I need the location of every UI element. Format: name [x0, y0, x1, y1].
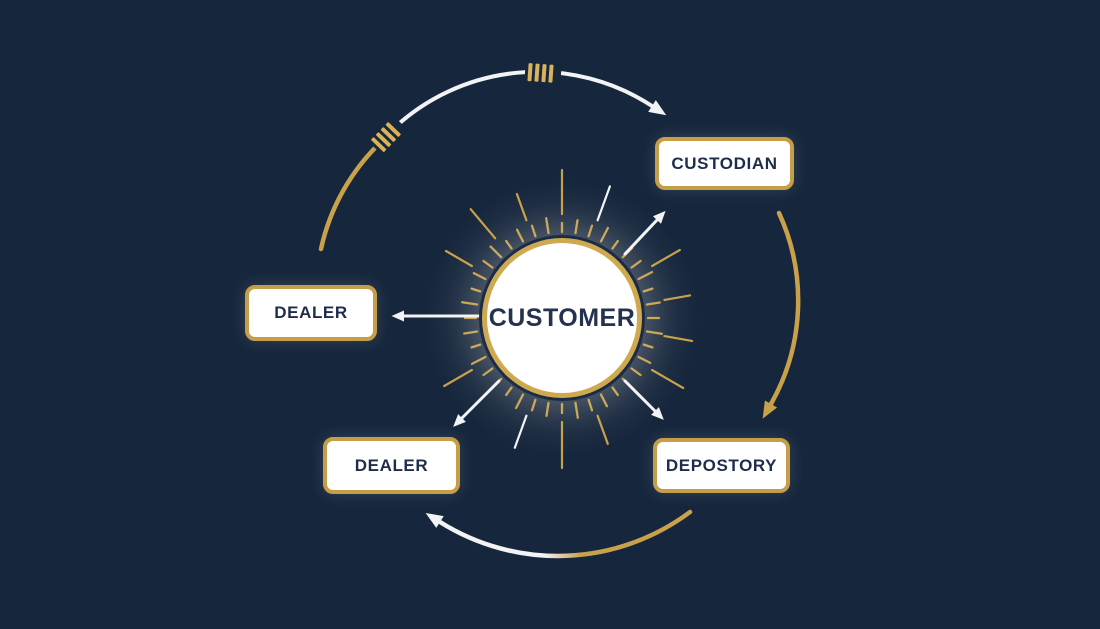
sun-ray — [611, 386, 619, 397]
sun-ray — [630, 367, 642, 377]
sun-ray — [505, 386, 513, 397]
sun-ray — [482, 367, 494, 377]
sun-ray — [463, 330, 479, 335]
sun-ray — [530, 398, 537, 412]
sun-ray — [637, 355, 652, 365]
node-dealer-bottom: DEALER — [323, 437, 460, 494]
sun-ray — [515, 228, 525, 243]
sun-ray — [650, 368, 685, 390]
custodian-label: CUSTODIAN — [671, 153, 778, 173]
sun-ray — [574, 219, 579, 235]
dealer-left-label: DEALER — [274, 303, 348, 322]
arrow-customer-to-dealer-bottom — [453, 379, 501, 427]
sun-ray — [596, 414, 609, 445]
sun-ray — [645, 330, 663, 335]
customer-node: CUSTOMER — [482, 238, 642, 398]
sun-ray — [587, 224, 594, 238]
depository-label: DEPOSTORY — [665, 455, 778, 475]
sun-ray — [444, 249, 473, 268]
sun-rays — [443, 168, 694, 470]
sun-ray — [630, 259, 642, 269]
sun-ray — [469, 208, 497, 240]
cycle-arc-top-gold-segment — [318, 138, 385, 252]
node-custodian: CUSTODIAN — [655, 137, 794, 190]
sun-ray — [645, 301, 661, 306]
customer-label: CUSTOMER — [488, 303, 636, 332]
cycle-arc-depository-to-dealer — [425, 509, 693, 559]
arc-hash-ticks-upper-left — [367, 114, 409, 156]
sun-ray — [587, 398, 594, 412]
sun-ray — [470, 355, 487, 366]
sun-ray — [663, 335, 694, 342]
sun-ray — [515, 192, 528, 222]
sun-ray — [482, 259, 494, 269]
sun-ray — [545, 401, 550, 417]
sun-ray — [472, 271, 487, 281]
sun-ray — [642, 343, 654, 349]
sun-ray — [514, 393, 525, 410]
sun-ray — [574, 401, 579, 419]
sun-ray — [599, 226, 610, 243]
cycle-arc-dealer-to-custodian — [390, 69, 667, 132]
arc-hash-ticks-top — [524, 60, 562, 86]
sun-ray — [650, 248, 681, 268]
sun-ray — [642, 287, 654, 293]
node-dealer-left: DEALER — [245, 285, 377, 341]
sun-ray — [663, 294, 692, 301]
sun-ray — [637, 270, 654, 281]
sun-ray — [489, 245, 503, 259]
sun-ray — [443, 368, 473, 388]
sun-ray — [611, 239, 619, 250]
arrow-customer-to-custodian — [623, 210, 666, 256]
sun-ray — [596, 185, 612, 222]
sun-ray — [599, 393, 609, 408]
arrow-customer-to-depository — [623, 379, 664, 420]
node-depository: DEPOSTORY — [653, 438, 790, 493]
sun-ray — [530, 224, 537, 238]
sun-ray — [545, 217, 550, 235]
sun-ray — [470, 287, 482, 293]
sun-ray — [513, 414, 528, 449]
sun-ray — [470, 343, 482, 349]
sun-ray — [505, 239, 513, 250]
cycle-arc-custodian-to-depository — [762, 210, 801, 419]
sun-ray — [461, 301, 479, 306]
dealer-bottom-label: DEALER — [354, 455, 429, 475]
